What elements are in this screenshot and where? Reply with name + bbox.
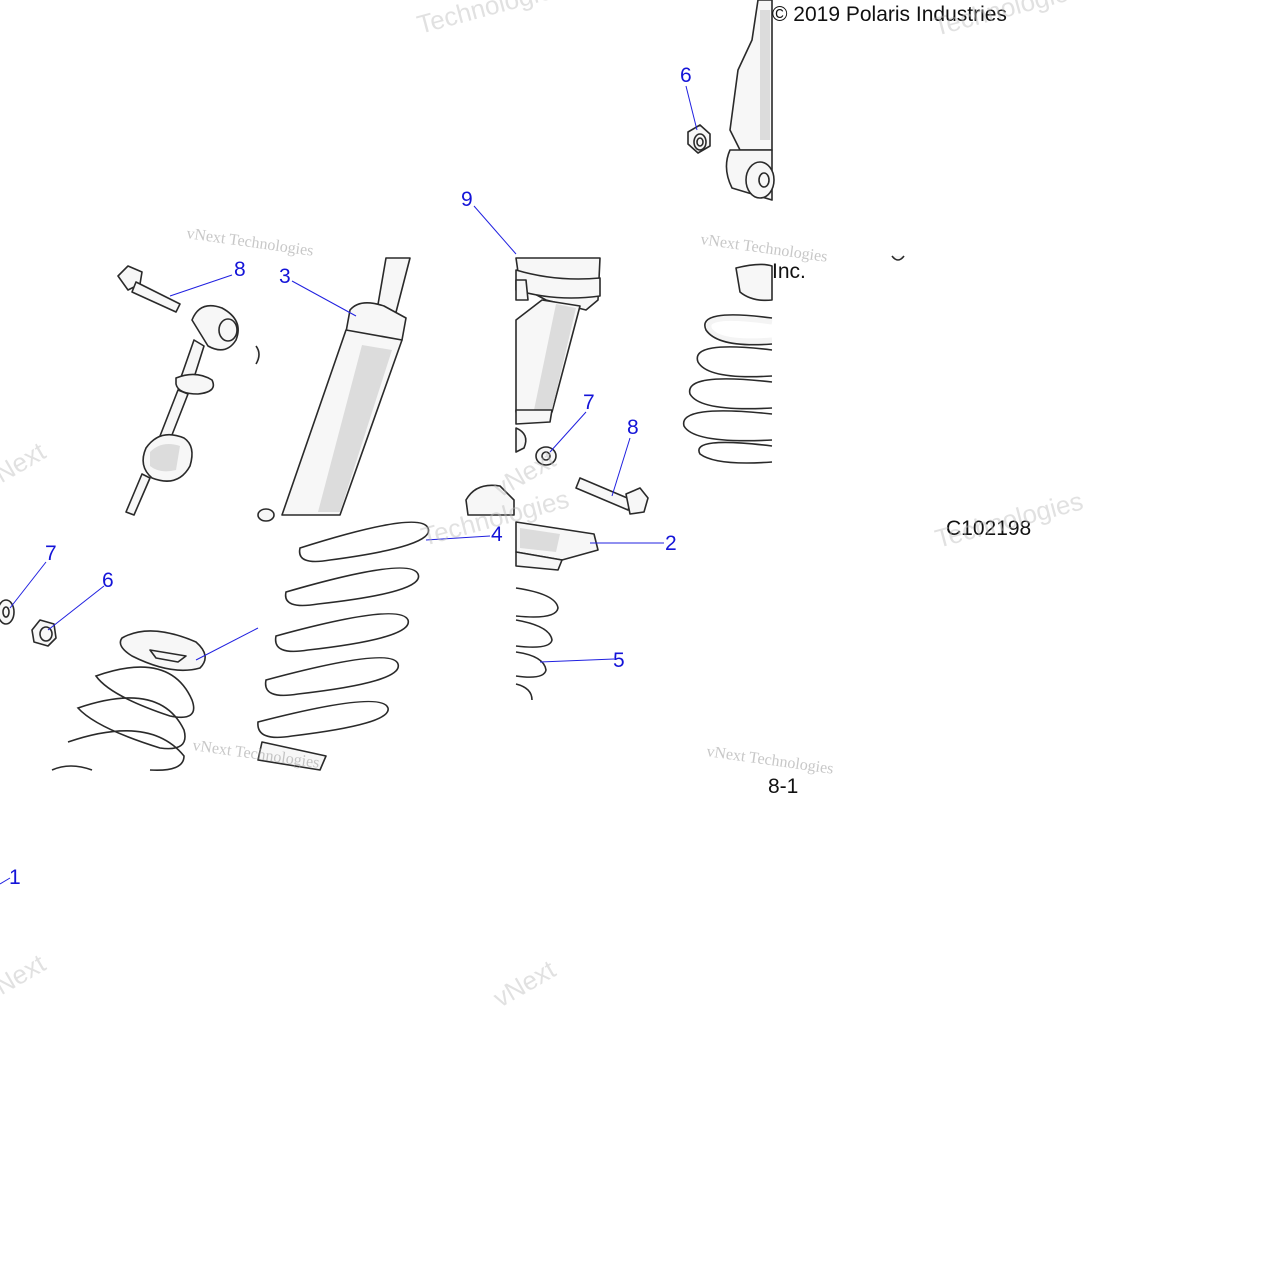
watermark-technologies-right: Technologies [932,486,1086,554]
shock-upper-part-9 [515,257,601,453]
watermarks: Technologies Technologies vNext Technolo… [0,0,1086,1013]
callout-labels: 6 9 8 3 7 8 4 2 5 7 6 1 [9,64,692,889]
callout-8-right: 8 [627,416,639,439]
callout-6-left: 6 [102,569,114,592]
callout-2: 2 [665,532,677,555]
washer-part-7-left [0,599,15,625]
watermark-vnext-bottom-left: vNext [0,948,51,1008]
watermark-technologies-top: Technologies [414,0,568,40]
bolt-part-8-left [117,265,181,313]
leader-lines [0,85,698,885]
spring-upper-right [682,263,773,464]
nut-part-6-left [31,619,57,647]
callout-5: 5 [613,649,625,672]
page-ref-fragment: 8-1 [768,775,798,798]
spring-clip [119,630,206,672]
callout-3: 3 [279,265,291,288]
spring-seat-fragment [465,484,515,516]
spring-seat-part-2 [515,521,599,571]
spring-part-5 [515,587,559,701]
copyright-text: © 2019 Polaris Industries [772,3,1007,26]
shock-body-upper-right [725,0,905,261]
spring-lower-left [51,666,195,772]
watermark-vnext-tech-1: vNext Technologies [185,225,314,260]
spring-part-4 [257,521,430,771]
sway-link-rod [125,304,239,516]
watermark-vnext-tech-2: vNext Technologies [699,231,828,266]
inc-fragment: Inc. [772,260,806,283]
callout-1: 1 [9,866,21,889]
watermark-vnext-bottom-center: vNext [488,954,561,1014]
callout-7-left: 7 [45,542,57,565]
watermark-technologies-top-right: Technologies [930,0,1084,42]
diagram-code: C102198 [946,517,1031,540]
callout-9: 9 [461,188,473,211]
watermark-vnext-tech-3: vNext Technologies [191,737,320,772]
callout-8-left: 8 [234,258,246,281]
bolt-part-8-right [575,477,649,515]
watermark-vnext-left: vNext [0,436,51,496]
callout-6-top: 6 [680,64,692,87]
watermark-vnext-tech-4: vNext Technologies [705,743,834,778]
nut-part-6-top [687,124,711,154]
callout-4: 4 [491,523,503,546]
callout-7-right: 7 [583,391,595,414]
shock-absorber-part-3 [255,257,411,522]
